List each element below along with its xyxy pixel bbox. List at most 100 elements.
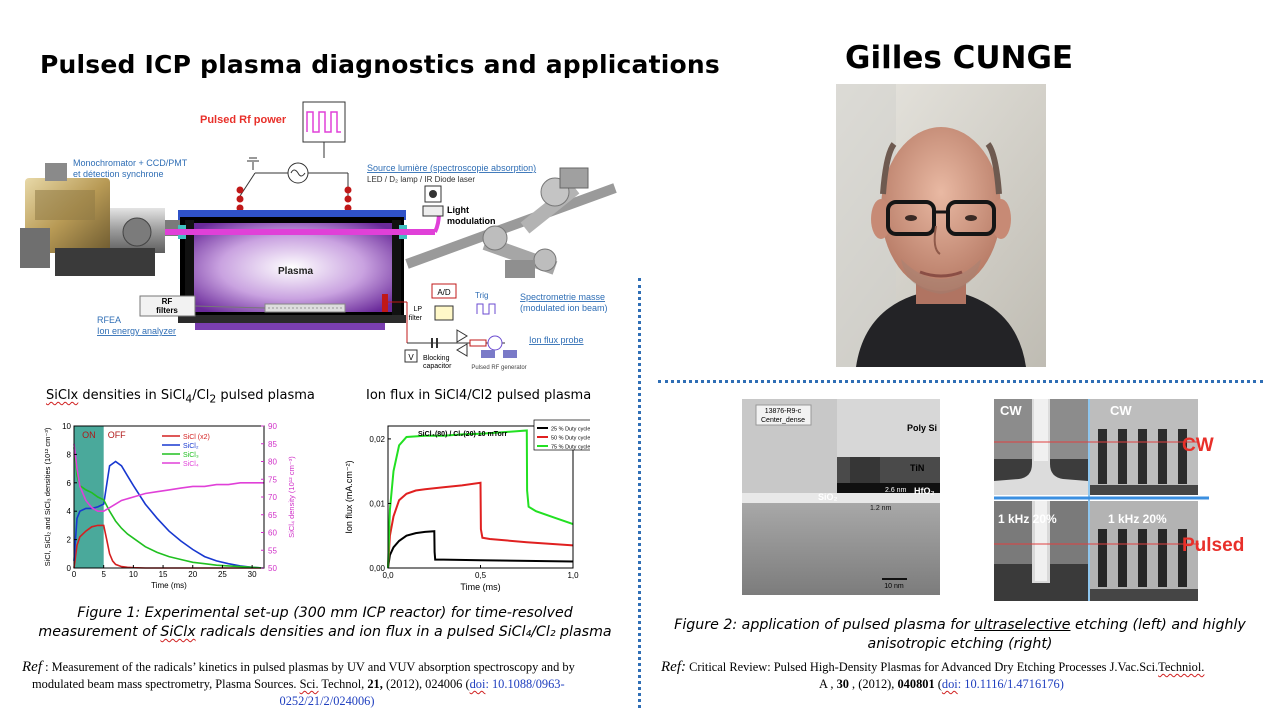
legend-label-0: 25 % Duty cycle: [551, 427, 590, 433]
y-tick-label-1: 2: [67, 536, 72, 545]
x-tick-label-1: 5: [101, 570, 106, 579]
series-line-3: [73, 443, 264, 512]
chart2-subtitle: SiCl₄(80) / Cl₂(20) 10 mTorr: [418, 431, 507, 438]
y2-tick-label-4: 70: [268, 493, 277, 502]
rf-generator-label: Pulsed RF generator: [471, 365, 526, 371]
series-line-1: [73, 460, 265, 569]
mass-spectrometer-image: [405, 167, 617, 278]
sem-pulsed-label-2: 1 kHz 20%: [1108, 512, 1167, 526]
tem-scale-bar: 10 nm: [884, 583, 904, 590]
y-tick-label-1: 0,01: [369, 499, 385, 508]
legend-label-3: SiCl₄: [183, 461, 199, 468]
off-label: OFF: [108, 430, 126, 440]
legend-label-2: SiCl₃: [183, 452, 199, 459]
sem-pulsed-array: [1090, 501, 1198, 601]
monochromator-label-2: et détection synchrone: [73, 169, 164, 179]
tem-sio2-label: SiO₂: [818, 492, 838, 502]
blocking-capacitor-label: Blocking: [423, 355, 450, 362]
cw-process-label: CW: [1182, 435, 1214, 456]
x-tick-label-2: 1,0: [567, 571, 579, 580]
author-photo: [836, 84, 1046, 367]
x-tick-label-0: 0,0: [382, 571, 394, 580]
sem-cw-label-1: CW: [1000, 403, 1022, 418]
tem-dim-2: 1.2 nm: [870, 505, 892, 512]
sem-pulsed-single: [994, 501, 1088, 601]
y-tick-label-2: 4: [67, 507, 72, 516]
y-axis-label: Ion flux (mA.cm⁻²): [344, 460, 354, 533]
doi-link-1[interactable]: doi: [469, 677, 486, 691]
y-tick-label-4: 8: [67, 450, 72, 459]
tem-poly-label: Poly Si: [907, 423, 937, 433]
on-label: ON: [82, 430, 96, 440]
rfea-label: RFEA: [97, 315, 121, 325]
lp-filter-label: LP: [413, 306, 422, 313]
tem-sample-id-2: Center_dense: [761, 417, 805, 424]
tem-image: 13876-R9-c Center_dense Poly Si TiN HfO₂…: [742, 399, 940, 595]
rf-waveform-box: [302, 101, 346, 143]
ad-label: A/D: [437, 288, 451, 297]
author-name: Gilles CUNGE: [845, 40, 1074, 76]
light-modulation-label-2: modulation: [447, 216, 496, 226]
y2-tick-label-2: 60: [268, 529, 277, 538]
y2-tick-label-1: 55: [268, 546, 277, 555]
legend-label-1: SiCl₂: [183, 443, 199, 450]
reactor-top-plate: [178, 210, 406, 220]
plasma-label: Plasma: [278, 266, 313, 277]
reference-2: Ref: Critical Review: Pulsed High-Densit…: [661, 659, 1205, 691]
doi-link-2[interactable]: doi: [941, 677, 958, 691]
tem-tin-label: TiN: [910, 463, 924, 473]
tem-hfo2-label: HfO₂: [914, 486, 935, 496]
reference-1: Ref : Measurement of the radicals’ kinet…: [22, 659, 575, 708]
sem-cw-array: [1090, 399, 1198, 495]
vertical-separator: [638, 278, 641, 708]
legend-label-2: 75 % Duty cycle: [551, 445, 590, 451]
pulsed-rf-label: Pulsed Rf power: [200, 114, 287, 126]
blocking-capacitor-label-2: capacitor: [423, 363, 452, 370]
x-axis-label: Time (ms): [460, 582, 500, 592]
y-axis-label: SiCl, SiCl₂ and SiCl₃ densities (10¹² cm…: [43, 427, 52, 566]
lp-filter-label-2: filter: [409, 315, 423, 322]
y2-tick-label-6: 80: [268, 458, 277, 467]
y-tick-label-5: 10: [62, 422, 71, 431]
x-tick-label-3: 15: [159, 570, 168, 579]
x-tick-label-5: 25: [218, 570, 227, 579]
y2-tick-label-0: 50: [268, 564, 277, 573]
ion-energy-label: Ion energy analyzer: [97, 326, 176, 336]
sem-cw-label-2: CW: [1110, 403, 1132, 418]
figure2-caption: Figure 2: application of pulsed plasma f…: [674, 617, 1246, 652]
rf-filters-label-2: filters: [156, 306, 178, 315]
y2-tick-label-3: 65: [268, 511, 277, 520]
legend-label-0: SiCl (x2): [183, 434, 210, 441]
series-line-0: [387, 530, 574, 569]
y-tick-label-3: 6: [67, 479, 72, 488]
legend-label-1: 50 % Duty cycle: [551, 436, 590, 442]
light-source-types: LED / D₂ lamp / IR Diode laser: [367, 175, 475, 184]
chart1-title: SiClx densities in SiCl4/Cl2 pulsed plas…: [46, 388, 315, 406]
trig-label: Trig: [475, 291, 488, 300]
monochromator-image: [20, 163, 183, 276]
experimental-setup-diagram: Monochromator + CCD/PMT et détection syn…: [20, 101, 617, 371]
chart2-title: Ion flux in SiCl4/Cl2 pulsed plasma: [366, 388, 592, 403]
series-line-1: [387, 481, 574, 569]
sem-pulsed-label-1: 1 kHz 20%: [998, 512, 1057, 526]
x-tick-label-1: 0,5: [475, 571, 487, 580]
x-axis-label: Time (ms): [151, 581, 187, 590]
y-tick-label-0: 0,00: [369, 564, 385, 573]
x-tick-label-2: 10: [129, 570, 138, 579]
series-line-2: [387, 429, 574, 569]
page-title: Pulsed ICP plasma diagnostics and applic…: [40, 50, 720, 79]
ion-flux-probe-label: Ion flux probe: [529, 335, 584, 345]
y2-tick-label-7: 85: [268, 440, 277, 449]
light-modulation-label: Light: [447, 205, 469, 215]
monochromator-label: Monochromator + CCD/PMT: [73, 158, 188, 168]
mass-spectrometry-label: Spectrometrie masse: [520, 292, 605, 302]
tem-sample-id: 13876-R9-c: [765, 408, 802, 415]
y2-tick-label-8: 90: [268, 422, 277, 431]
ion-flux-probe-circuit: A/D LP filter Trig Blocking capacitor V …: [388, 283, 527, 371]
x-tick-label-0: 0: [72, 570, 77, 579]
tem-dim-1: 2.6 nm: [885, 487, 907, 494]
x-tick-label-6: 30: [248, 570, 257, 579]
mass-spectrometry-label-2: (modulated ion beam): [520, 303, 608, 313]
